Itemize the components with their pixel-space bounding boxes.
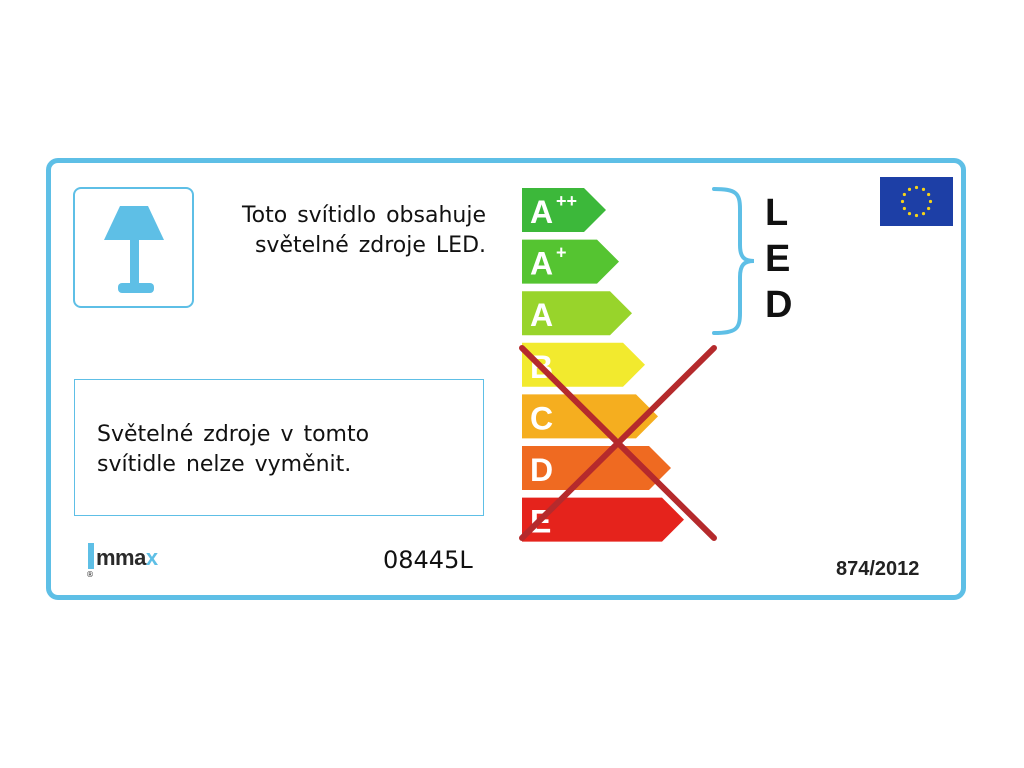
- eu-star: [914, 213, 919, 218]
- eu-star: [902, 192, 906, 197]
- contains-led-statement: Toto svítidlo obsahuje světelné zdroje L…: [241, 203, 486, 258]
- regulation-number: 874/2012: [836, 558, 920, 580]
- eu-star: [928, 199, 933, 204]
- eu-star: [927, 192, 931, 197]
- energy-class-letter: A: [530, 246, 553, 282]
- eu-star: [921, 187, 926, 191]
- led-letter-d: D: [765, 284, 793, 326]
- logo-wordmark: mmax: [96, 545, 158, 570]
- energy-class-3: A: [522, 291, 632, 336]
- eu-star: [907, 187, 912, 191]
- logo-i-bar: [88, 543, 94, 569]
- led-letter-e: E: [765, 238, 791, 280]
- replacement-notice-text: Světelné zdroje v tomto svítidle nelze v…: [97, 422, 370, 477]
- lamp-pictogram-box: [73, 187, 194, 308]
- eu-flag-icon: [880, 177, 953, 226]
- model-number: 08445L: [383, 546, 473, 574]
- eu-star: [907, 212, 912, 216]
- replacement-notice-box: Světelné zdroje v tomto svítidle nelze v…: [74, 379, 484, 516]
- eu-star: [902, 206, 906, 211]
- brand-logo: mmax ®: [86, 541, 196, 581]
- eu-star: [914, 185, 919, 190]
- registered-mark: ®: [86, 570, 94, 579]
- energy-class-letter: A: [530, 194, 553, 230]
- energy-class-2: A+: [522, 239, 619, 284]
- energy-class-letter: D: [530, 452, 553, 488]
- eu-star: [921, 212, 926, 216]
- eu-star: [900, 199, 905, 204]
- energy-class-superscript: ++: [556, 191, 577, 211]
- table-lamp-icon: [104, 206, 164, 293]
- energy-class-letter: A: [530, 297, 553, 333]
- energy-class-superscript: +: [556, 243, 567, 263]
- led-letter-l: L: [765, 192, 789, 234]
- eu-star: [927, 206, 931, 211]
- energy-class-1: A++: [522, 188, 606, 232]
- led-vertical-label: L E D: [765, 190, 805, 328]
- curly-brace-icon: [712, 187, 755, 335]
- energy-class-letter: C: [530, 400, 553, 436]
